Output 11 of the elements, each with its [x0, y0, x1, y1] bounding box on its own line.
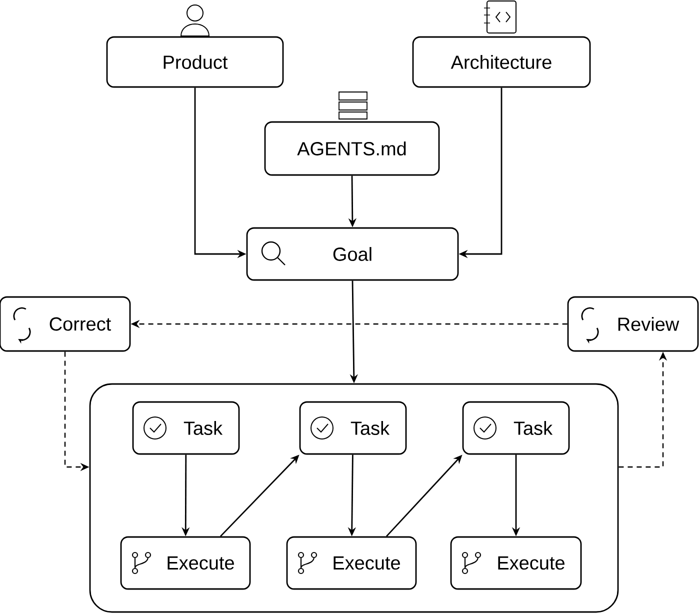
process-box: Correct [0, 296, 131, 352]
process-box: Execute [450, 536, 582, 590]
process-box: Execute [120, 536, 251, 590]
process-box: Execute [286, 536, 417, 590]
process-box: AGENTS.md [264, 121, 440, 176]
process-box: Task [132, 401, 240, 455]
process-box: Architecture [412, 36, 591, 88]
process-box: Goal [246, 227, 459, 281]
process-box: Task [299, 401, 407, 455]
process-box: Review [567, 296, 699, 352]
process-box: Task [462, 401, 570, 455]
